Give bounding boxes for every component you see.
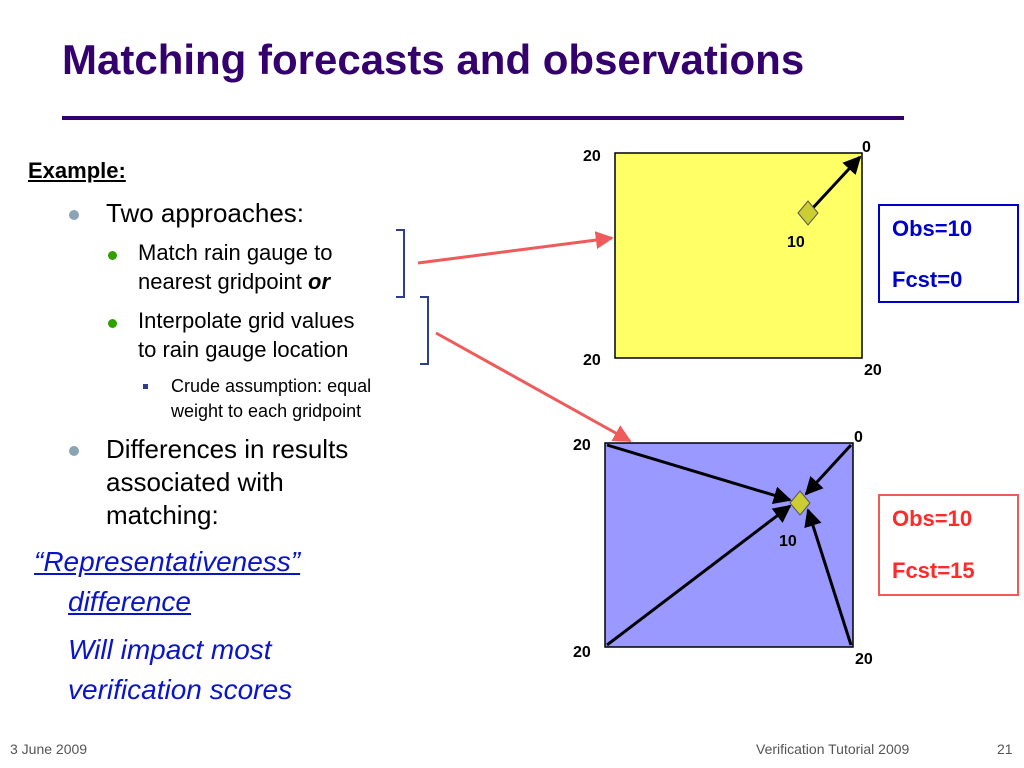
bracket-interpolate bbox=[420, 296, 429, 365]
or-emphasis: or bbox=[308, 269, 330, 294]
representativeness-text[interactable]: “Representativeness” bbox=[34, 546, 301, 577]
page-number: 21 bbox=[997, 741, 1013, 757]
bullet-dot bbox=[108, 319, 117, 328]
top-gauge-marker bbox=[797, 200, 819, 226]
bottom-arrow-top-left bbox=[606, 443, 792, 504]
difference-text[interactable]: difference bbox=[68, 586, 191, 617]
footer-date: 3 June 2009 bbox=[10, 741, 88, 757]
bullet-crude-line2: weight to each gridpoint bbox=[171, 401, 362, 421]
bottom-gauge-marker bbox=[789, 490, 811, 516]
title-underline bbox=[62, 116, 904, 120]
bullet-two-approaches: Two approaches: bbox=[106, 198, 305, 228]
match-gauge-text: nearest gridpoint bbox=[138, 269, 308, 294]
impact-line1: Will impact most bbox=[68, 634, 272, 665]
top-obs-value: Obs=10 bbox=[892, 216, 973, 241]
bottom-result-box: Obs=10 Fcst=15 bbox=[878, 494, 1019, 596]
bullet-square bbox=[143, 384, 148, 389]
bullet-diff-line1: Differences in results bbox=[106, 434, 349, 464]
top-gauge-value: 10 bbox=[787, 234, 805, 251]
footer-title: Verification Tutorial 2009 bbox=[756, 741, 910, 757]
top-grid-cell bbox=[614, 152, 863, 359]
top-fcst-value: Fcst=0 bbox=[892, 267, 963, 292]
bottom-gauge-value: 10 bbox=[779, 533, 797, 550]
top-corner-top-left: 20 bbox=[583, 148, 601, 165]
impact-line2: verification scores bbox=[68, 674, 293, 705]
bullet-match-gauge-line2: nearest gridpoint or bbox=[138, 267, 330, 296]
bottom-obs-value: Obs=10 bbox=[892, 506, 973, 531]
top-nearest-arrow bbox=[808, 155, 862, 213]
bullet-dot bbox=[69, 446, 79, 456]
bullet-interp-line1: Interpolate grid values bbox=[138, 308, 355, 333]
top-corner-top-right: 0 bbox=[862, 139, 871, 156]
bottom-arrow-bottom-right bbox=[804, 508, 853, 646]
bottom-corner-bottom-left: 20 bbox=[573, 644, 591, 661]
bullet-dot bbox=[108, 251, 117, 260]
bracket-match bbox=[396, 229, 405, 298]
bullet-interp-line2: to rain gauge location bbox=[138, 337, 349, 362]
bullet-match-gauge-line1: Match rain gauge to bbox=[138, 240, 333, 265]
top-corner-bottom-left: 20 bbox=[583, 352, 601, 369]
bullet-diff-line3: matching: bbox=[106, 500, 219, 530]
bottom-corner-bottom-right: 20 bbox=[855, 651, 873, 668]
bottom-grid-cell bbox=[604, 442, 854, 648]
representativeness-link[interactable]: “Representativeness” bbox=[34, 543, 300, 581]
top-corner-bottom-right: 20 bbox=[864, 362, 882, 379]
bottom-arrow-top-right bbox=[804, 443, 853, 496]
bottom-corner-top-left: 20 bbox=[573, 437, 591, 454]
bullet-crude-line1: Crude assumption: equal bbox=[171, 376, 372, 396]
bottom-corner-top-right: 0 bbox=[854, 429, 863, 446]
bullet-diff-line2: associated with bbox=[106, 467, 284, 497]
arrow-to-bottom-grid bbox=[435, 331, 632, 443]
example-label: Example: bbox=[28, 158, 126, 183]
bottom-arrow-bottom-left bbox=[606, 504, 792, 647]
bottom-fcst-value: Fcst=15 bbox=[892, 558, 975, 583]
arrow-to-top-grid bbox=[417, 231, 614, 265]
bullet-dot bbox=[69, 210, 79, 220]
slide-title: Matching forecasts and observations bbox=[62, 36, 805, 83]
top-result-box: Obs=10 Fcst=0 bbox=[878, 204, 1019, 303]
difference-link[interactable]: difference bbox=[68, 583, 191, 621]
